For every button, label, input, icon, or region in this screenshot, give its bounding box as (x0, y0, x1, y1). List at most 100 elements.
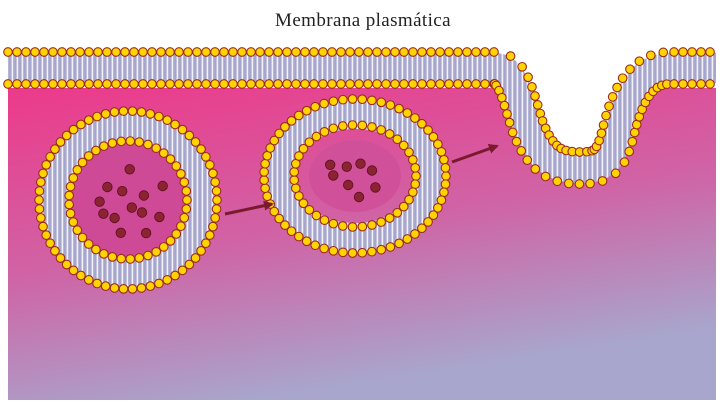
lipid-head (553, 177, 562, 186)
lipid-head (137, 108, 146, 117)
lipid-head (393, 208, 402, 217)
lipid-head (411, 180, 420, 189)
lipid-head (58, 80, 67, 89)
molecule (158, 181, 168, 191)
lipid-head (4, 48, 13, 57)
lipid-head (159, 243, 168, 252)
molecule (116, 228, 126, 238)
lipid-head (391, 48, 400, 57)
lipid-head (139, 48, 148, 57)
lipid-head (46, 239, 55, 248)
lipid-head (463, 48, 472, 57)
lipid-head (110, 284, 119, 293)
lipid-head (4, 80, 13, 89)
lipid-head (49, 48, 58, 57)
lipid-head (302, 237, 311, 246)
lipid-head (177, 170, 186, 179)
lipid-head (391, 80, 400, 89)
lipid-head (261, 184, 270, 193)
lipid-head (355, 80, 364, 89)
lipid-head (305, 138, 314, 147)
lipid-head (171, 120, 180, 129)
lipid-head (395, 104, 404, 113)
lipid-head (620, 158, 629, 167)
lipid-head (37, 214, 46, 223)
lipid-head (13, 80, 22, 89)
lipid-head (498, 93, 507, 102)
lipid-head (135, 138, 144, 147)
lipid-head (229, 48, 238, 57)
lipid-head (339, 122, 348, 131)
lipid-head (292, 48, 301, 57)
lipid-head (121, 80, 130, 89)
lipid-head (605, 102, 614, 111)
lipid-head (564, 179, 573, 188)
lipid-head (320, 216, 329, 225)
lipid-head (261, 159, 270, 168)
lipid-head (358, 248, 367, 257)
lipid-head (386, 243, 395, 252)
vesicle-final (35, 107, 222, 293)
lipid-head (481, 80, 490, 89)
lipid-head (500, 101, 509, 110)
lipid-head (512, 137, 521, 146)
lipid-head (441, 164, 450, 173)
lipid-head (337, 80, 346, 89)
lipid-head (211, 214, 220, 223)
lipid-head (260, 168, 269, 177)
lipid-head (688, 48, 697, 57)
lipid-head (163, 276, 172, 285)
lipid-head (211, 48, 220, 57)
lipid-head (66, 182, 75, 191)
molecule (342, 162, 352, 172)
lipid-head (202, 239, 211, 248)
molecule (99, 209, 109, 219)
lipid-head (373, 80, 382, 89)
lipid-head (108, 253, 117, 262)
lipid-head (193, 80, 202, 89)
lipid-head (618, 74, 627, 83)
lipid-head (238, 80, 247, 89)
lipid-head (400, 48, 409, 57)
lipid-head (339, 248, 348, 257)
lipid-head (688, 80, 697, 89)
lipid-head (128, 107, 137, 116)
lipid-head (31, 48, 40, 57)
lipid-head (103, 48, 112, 57)
lipid-head (528, 83, 537, 92)
lipid-head (382, 80, 391, 89)
lipid-head (385, 130, 394, 139)
lipid-head (409, 156, 418, 165)
lipid-head (209, 222, 218, 231)
lipid-head (39, 169, 48, 178)
lipid-head (101, 110, 110, 119)
lipid-head (22, 80, 31, 89)
lipid-head (205, 161, 214, 170)
lipid-head (346, 48, 355, 57)
lipid-head (608, 93, 617, 102)
lipid-head (463, 80, 472, 89)
lipid-head (212, 205, 221, 214)
lipid-head (329, 219, 338, 228)
lipid-head (49, 80, 58, 89)
lipid-head (69, 174, 78, 183)
lipid-head (94, 80, 103, 89)
lipid-head (630, 128, 639, 137)
lipid-head (382, 48, 391, 57)
lipid-head (256, 48, 265, 57)
lipid-head (213, 196, 222, 205)
lipid-head (148, 80, 157, 89)
lipid-head (130, 80, 139, 89)
molecule (354, 192, 364, 202)
lipid-head (175, 80, 184, 89)
lipid-head (626, 65, 635, 74)
lipid-head (171, 271, 180, 280)
lipid-head (85, 116, 94, 125)
molecule (103, 182, 113, 192)
lipid-head (100, 142, 109, 151)
lipid-head (506, 52, 515, 61)
lipid-head (625, 147, 634, 156)
lipid-head (364, 48, 373, 57)
lipid-head (73, 226, 82, 235)
lipid-head (368, 96, 377, 105)
